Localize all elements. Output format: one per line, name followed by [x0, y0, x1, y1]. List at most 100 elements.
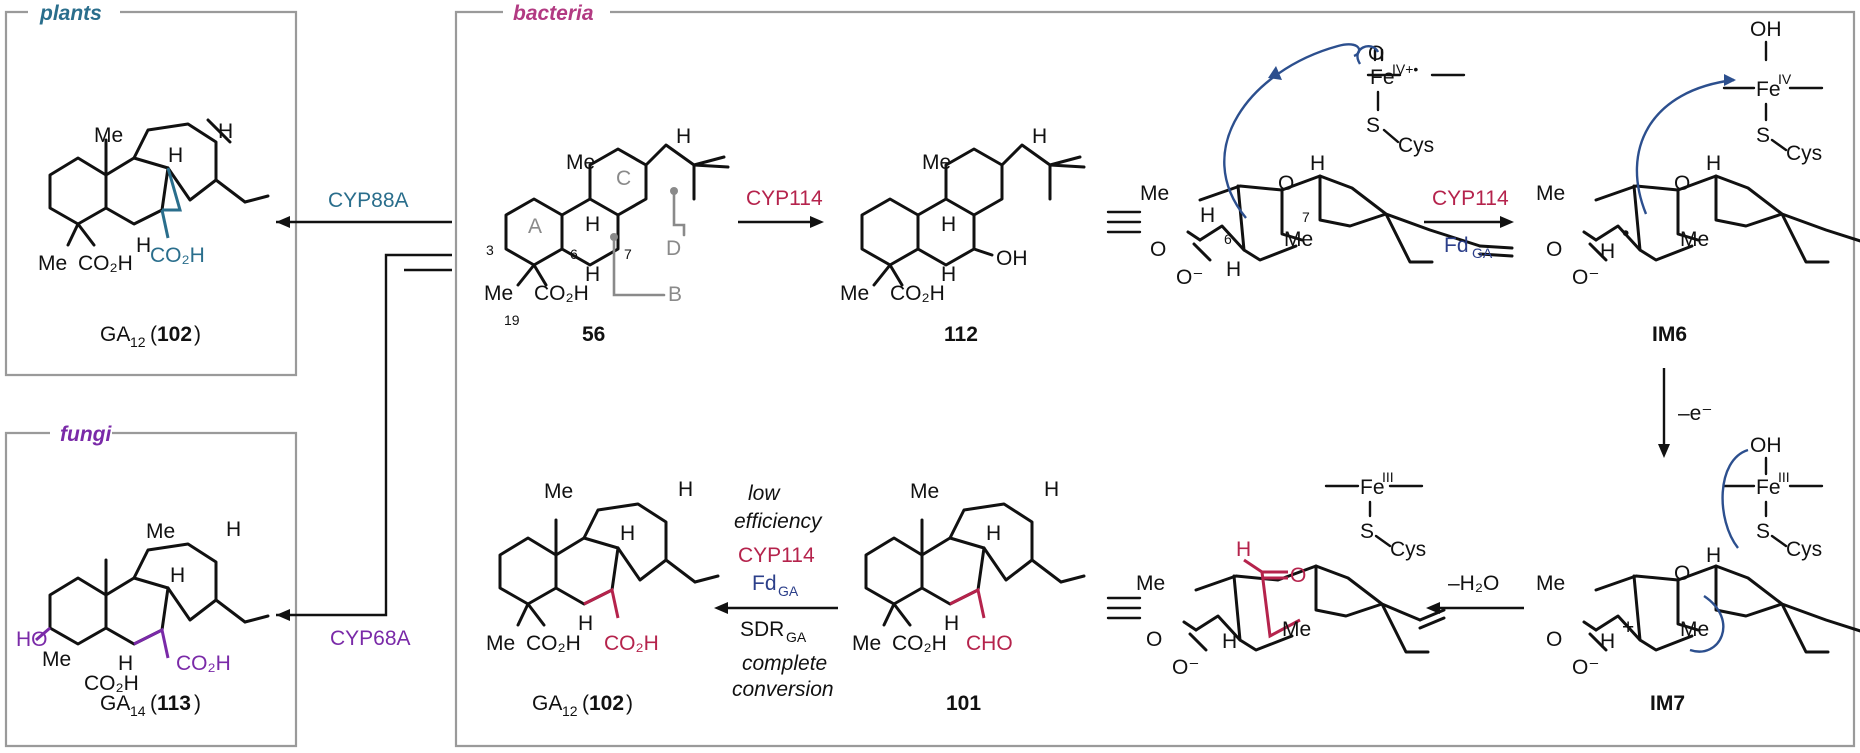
arrow-101-ga12: low efficiency CYP114 Fd GA SDR GA compl…: [714, 482, 838, 701]
ald-o: O: [1146, 628, 1162, 651]
ga12b-sub: 12: [562, 703, 578, 719]
im6-fe-symbol: Fe: [1756, 78, 1781, 101]
electron-loss: –e⁻: [1678, 402, 1712, 425]
arrow-im6-im7: –e⁻: [1658, 368, 1712, 458]
c101-h1: H: [986, 522, 1001, 545]
ald-me2: Me: [1282, 618, 1311, 641]
ga12-plant-h2: H: [218, 120, 233, 143]
ring-a-label: A: [528, 215, 542, 238]
ga12b-co2h-b: CO₂H: [604, 632, 659, 655]
branch-arrows: CYP88A CYP68A: [276, 189, 452, 650]
im6-me2: Me: [1680, 228, 1709, 251]
ga14-prefix: GA: [100, 692, 130, 715]
c56-co2h: CO₂H: [534, 282, 589, 305]
c112-h2: H: [941, 213, 956, 236]
low-efficiency-1: low: [748, 482, 781, 505]
c56-h1: H: [676, 125, 691, 148]
im7-substrate: Me O O⁻ H + O H Me: [1536, 448, 1860, 679]
sdr-label: SDR: [740, 618, 784, 641]
ga12-plant-me2: Me: [38, 252, 67, 275]
s1-o-oh: O: [1278, 172, 1294, 195]
fd-sub-2: GA: [778, 583, 799, 599]
ald-h-cho: H: [1236, 538, 1251, 561]
c101-me: Me: [910, 480, 939, 503]
ga12-plant-me: Me: [94, 124, 123, 147]
s1-h2: H: [1226, 258, 1241, 281]
ring-b-label: B: [668, 283, 682, 306]
im7-o2: O: [1674, 562, 1690, 585]
ga14-label: GA 14 ( 113 ): [100, 692, 201, 719]
fd-sub-1: GA: [1472, 245, 1493, 261]
sdr-sub: GA: [786, 629, 807, 645]
ga12-plant-structure: Me H H H Me CO₂H CO₂H: [38, 118, 270, 275]
im6-o-minus: O⁻: [1572, 266, 1599, 289]
ga12b-open: (: [582, 692, 589, 715]
ald-h: H: [1222, 630, 1237, 653]
im7-h: H: [1600, 630, 1615, 653]
im6-fe: OH Fe IV S Cys: [1722, 18, 1824, 165]
ga12b-me2: Me: [486, 632, 515, 655]
ga12-plant-prefix: GA: [100, 323, 130, 346]
fungi-title: fungi: [60, 423, 112, 446]
fe-iv-radical-oxo: O Fe IV+• S Cys: [1366, 42, 1466, 157]
c112-co2h: CO₂H: [890, 282, 945, 305]
aldehyde-3d: H O Me O O⁻ H Me: [1136, 538, 1446, 679]
ga12b-num: 102: [589, 692, 624, 715]
im7-label: IM7: [1650, 692, 1685, 715]
ga12-plant-co2h-b: CO₂H: [150, 244, 205, 267]
ga12-plant-h3: H: [136, 234, 151, 257]
ga12b-me: Me: [544, 480, 573, 503]
im6-s: S: [1756, 124, 1770, 147]
ga12-plant-label: GA 12 ( 102 ): [100, 323, 201, 350]
s1-o: O: [1150, 238, 1166, 261]
c101-h3: H: [944, 612, 959, 635]
ga12-plant-open: (: [150, 323, 157, 346]
im6-dot: •: [1622, 222, 1629, 245]
ga12-bacteria-structure: Me H H H Me CO₂H CO₂H: [486, 478, 720, 655]
s1-h-oh: H: [1310, 152, 1325, 175]
cyp114-label-1: CYP114: [746, 187, 823, 210]
c112-h3: H: [941, 263, 956, 286]
fe3-s: S: [1360, 520, 1374, 543]
c56-h3: H: [585, 263, 600, 286]
c112-me: Me: [922, 151, 951, 174]
low-efficiency-2: efficiency: [734, 510, 823, 533]
fe-s-1: S: [1366, 114, 1380, 137]
ga12b-h2: H: [678, 478, 693, 501]
im7-oh: OH: [1750, 434, 1782, 457]
cyp114-label-2: CYP114: [1432, 187, 1509, 210]
c101-me2: Me: [852, 632, 881, 655]
c101-cho: CHO: [966, 632, 1013, 655]
compound-112-label: 112: [944, 323, 978, 346]
equivalence-1: [1106, 210, 1142, 234]
ga14-structure: Me H H HO Me CO₂H H CO₂H: [16, 518, 270, 695]
im6-me: Me: [1536, 182, 1565, 205]
ga14-co2h-b: CO₂H: [176, 652, 231, 675]
im7-me2: Me: [1680, 618, 1709, 641]
substrate-3d-1: Me O O⁻ H H 6 7 O H Me: [1140, 43, 1514, 289]
fe3-cys: Cys: [1390, 538, 1426, 561]
locant-19: 19: [504, 312, 520, 328]
im6-o2: O: [1674, 172, 1690, 195]
ga12-plant-num: 102: [157, 323, 192, 346]
locant-3: 3: [486, 242, 494, 258]
ga12b-h1: H: [620, 522, 635, 545]
c112-oh: OH: [996, 247, 1028, 270]
im7-fe-ox: III: [1778, 469, 1790, 485]
ga12-bacteria-label: GA 12 ( 102 ): [532, 692, 633, 719]
ga14-h2: H: [226, 518, 241, 541]
im6-fe-ox: IV: [1778, 71, 1792, 87]
ga12-plant-sub: 12: [130, 334, 146, 350]
im6-h2: H: [1706, 152, 1721, 175]
im7-me: Me: [1536, 572, 1565, 595]
compound-112: Me H H H OH Me CO₂H: [840, 125, 1086, 305]
im6-cys: Cys: [1786, 142, 1822, 165]
locant-6: 6: [570, 246, 578, 262]
im6-label: IM6: [1652, 323, 1687, 346]
ga14-num: 113: [157, 692, 191, 715]
im7-o-minus: O⁻: [1572, 656, 1599, 679]
arrow-to-im6: CYP114 Fd GA: [1424, 187, 1514, 261]
ga14-close: ): [194, 692, 201, 715]
c101-co2h: CO₂H: [892, 632, 947, 655]
